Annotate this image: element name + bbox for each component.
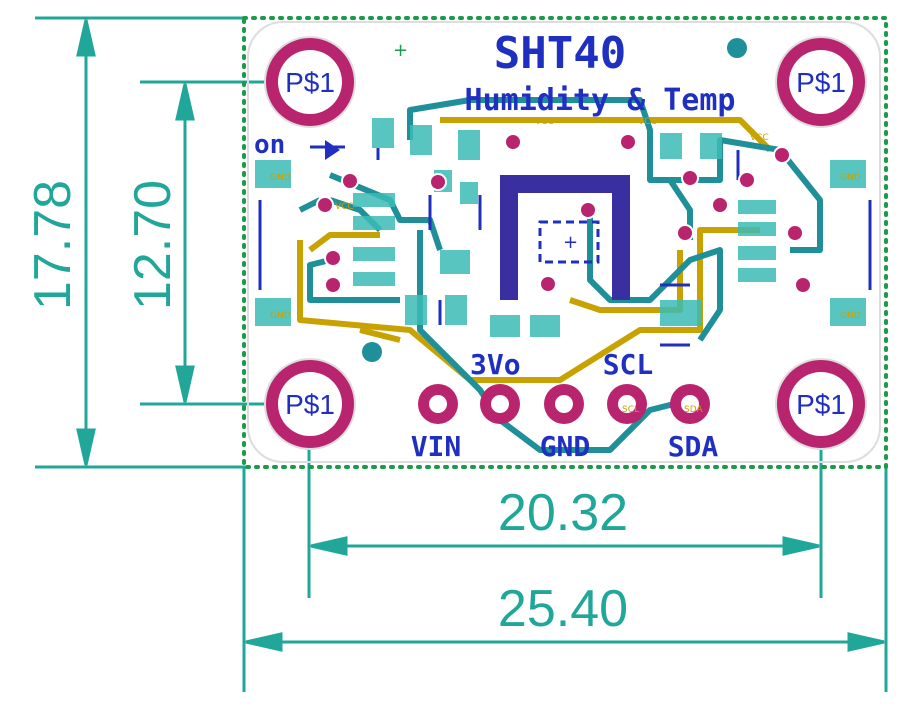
mounting-holes (264, 36, 867, 450)
net-label-vcc: VCC (750, 133, 769, 143)
sensor-body (500, 175, 630, 300)
board-silk-outline (247, 21, 881, 463)
net-label-vcc: VCC (638, 117, 657, 127)
board-outline (242, 16, 888, 469)
mounting-hole-bottom-left (264, 358, 356, 450)
mounting-hole-label: P$1 (285, 389, 335, 420)
voltage-pin-label: 3Vo (470, 348, 521, 381)
power-led-label: on (254, 130, 285, 160)
net-label-vcc: VCC (535, 117, 554, 127)
origin-marker-icon: + (393, 40, 408, 61)
net-label-gnd: GND (840, 311, 861, 321)
dimension-width-inner: 20.32 (498, 484, 628, 542)
gnd-pin-label: GND (540, 430, 591, 463)
mounting-hole-label: P$1 (796, 67, 846, 98)
net-label-gnd: GND (270, 173, 291, 183)
fiducial-top (727, 38, 747, 58)
vias (316, 133, 812, 294)
mounting-hole-label: P$1 (285, 67, 335, 98)
board-title: SHT40 (494, 28, 626, 79)
mounting-hole-bottom-right (775, 358, 867, 450)
silkscreen-lines (258, 145, 872, 347)
net-label-scl: SCL (622, 405, 639, 415)
mounting-hole-label: P$1 (796, 389, 846, 420)
mounting-hole-top-right (775, 36, 867, 128)
dimension-height-outer: 17.78 (24, 180, 82, 310)
sda-pin-label: SDA (668, 430, 719, 463)
mounting-hole-top-left (264, 36, 356, 128)
fiducial-bottom (362, 342, 382, 362)
dimension-width-outer: 25.40 (498, 580, 628, 638)
header-pins (418, 384, 710, 424)
net-label-vcc: VCC (335, 202, 354, 212)
net-label-sda: SDA (684, 405, 703, 415)
smd-pads (255, 118, 866, 337)
vin-pin-label: VIN (411, 430, 462, 463)
dimension-lines (35, 16, 888, 692)
top-copper-traces (297, 117, 773, 383)
net-label-gnd: GND (840, 173, 861, 183)
sensor-pad-area (538, 220, 600, 264)
scl-pin-label: SCL (603, 348, 654, 381)
board-subtitle: Humidity & Temp (465, 83, 736, 118)
sensor-origin-cross: + (563, 232, 578, 253)
led-symbol-icon (325, 140, 340, 160)
dimension-height-inner: 12.70 (124, 180, 182, 310)
net-label-gnd: GND (270, 311, 291, 321)
